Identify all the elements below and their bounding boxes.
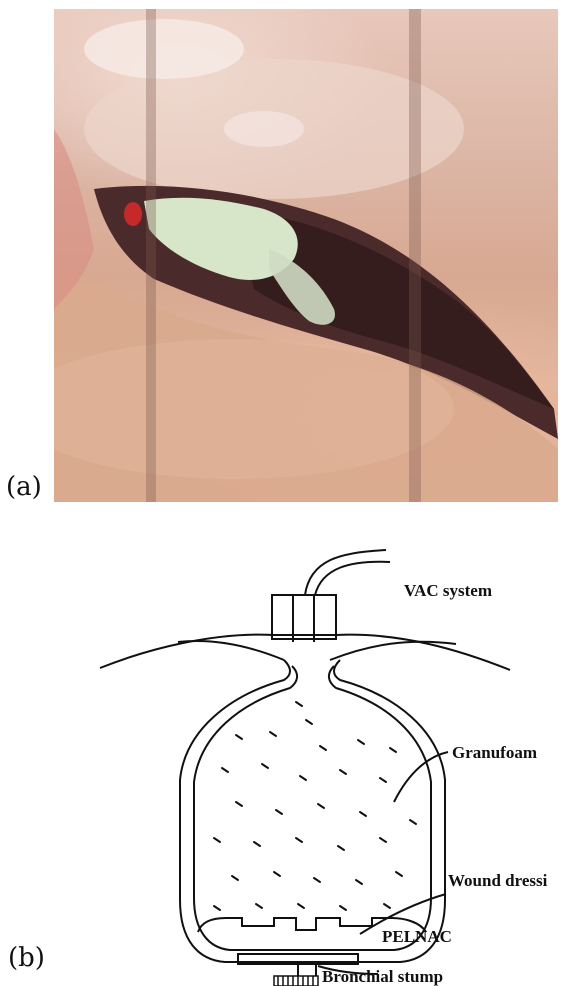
label-wound-dressing: Wound dressi: [448, 871, 548, 890]
photo-illustration: [54, 9, 558, 502]
label-pelnac: PELNAC: [382, 927, 452, 946]
label-granufoam: Granufoam: [452, 743, 537, 762]
wound-cavity-outer: [180, 660, 445, 962]
skin-surface-inner: [178, 641, 456, 660]
vac-diagram: VAC system Granufoam Wound dressi PELNAC…: [0, 520, 564, 986]
vac-tube-inner: [315, 562, 390, 595]
endoscopic-photo: [54, 9, 558, 502]
label-vac-system: VAC system: [404, 581, 492, 600]
label-bronchial-stump: Bronchial stump: [322, 967, 443, 986]
granufoam-dashes: [214, 702, 416, 910]
panel-a-label: (a): [6, 472, 42, 502]
connector-block: [272, 595, 336, 639]
bronchial-stump: [274, 976, 318, 986]
panel-b-label: (b): [8, 943, 45, 973]
wound-cavity-inner: [194, 666, 431, 950]
